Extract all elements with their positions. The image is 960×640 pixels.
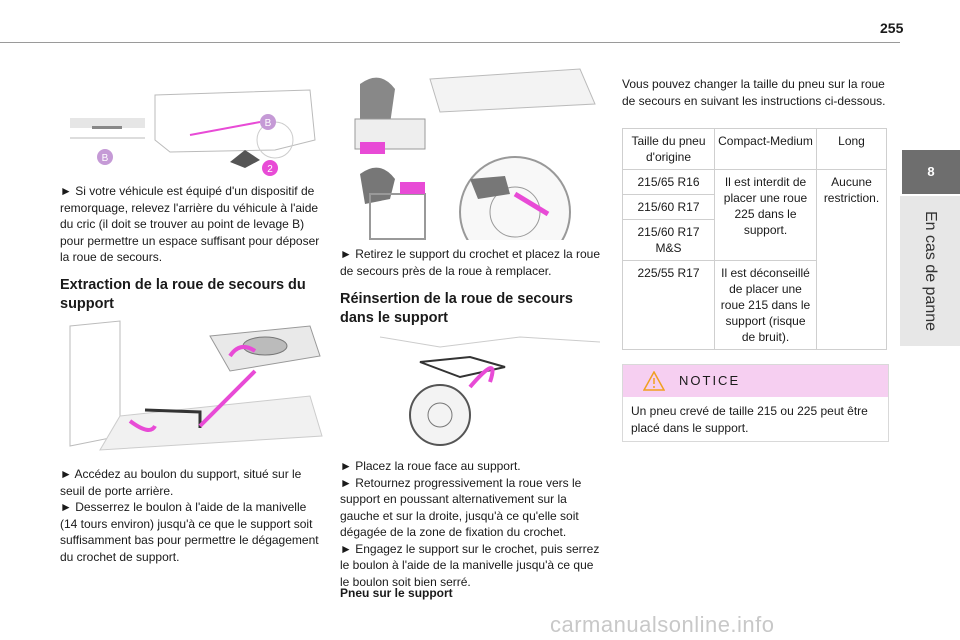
col1-steps-text: ► Accédez au boulon du support, situé su… xyxy=(60,467,319,564)
col2-text1: ► Retirez le support du crochet et place… xyxy=(340,247,601,278)
table-header-row: Taille du pneu d'origine Compact-Medium … xyxy=(622,128,887,170)
callout-2-marker: 2 xyxy=(262,160,278,176)
th-long: Long xyxy=(816,128,887,170)
th-original-size: Taille du pneu d'origine xyxy=(622,128,715,170)
th-compact-medium: Compact-Medium xyxy=(714,128,817,170)
wheel-reinsertion-illustration xyxy=(340,332,603,452)
table-row: 215/65 R16 Il est interdit de placer une… xyxy=(622,169,887,350)
cell-long: Aucune restriction. xyxy=(816,169,887,350)
callout-2: 2 xyxy=(267,164,273,175)
warning-icon xyxy=(643,371,665,391)
chapter-title: En cas de panne xyxy=(922,210,939,332)
col2-steps-text: ► Placez la roue face au support. ► Reto… xyxy=(340,459,600,589)
table-row: 225/55 R17 Il est déconseillé de placer … xyxy=(622,260,887,350)
chapter-number-tab[interactable]: 8 xyxy=(902,150,960,194)
tyre-size-table: Taille du pneu d'origine Compact-Medium … xyxy=(622,128,887,350)
hook-removal-illustration xyxy=(340,64,603,240)
lifting-point-b-marker-left: B xyxy=(97,149,113,165)
notice-text: Un pneu crevé de taille 215 ou 225 peut … xyxy=(631,404,868,435)
callout-b-left: B xyxy=(102,153,109,164)
col2-heading: Réinsertion de la roue de secours dans l… xyxy=(340,291,573,326)
table-row: 215/60 R17 xyxy=(622,194,887,220)
col1-intro-text: ► Si votre véhicule est équipé d'un disp… xyxy=(60,184,320,264)
cell-compact-225: Il est interdit de placer une roue 225 d… xyxy=(714,169,817,261)
col1-heading: Extraction de la roue de secours du supp… xyxy=(60,277,306,312)
chapter-title-tab[interactable]: En cas de panne xyxy=(900,196,960,346)
cell-compact-215: Il est déconseillé de placer une roue 21… xyxy=(714,260,817,350)
spare-wheel-support-illustration xyxy=(60,316,325,452)
cell-size: 215/60 R17 xyxy=(622,194,715,220)
notice-label: NOTICE xyxy=(679,373,741,388)
callout-b-top: B xyxy=(265,118,272,129)
watermark: carmanualsonline.info xyxy=(550,612,775,637)
col3-intro: Vous pouvez changer la taille du pneu su… xyxy=(622,77,886,108)
cell-size: 225/55 R17 xyxy=(622,260,715,350)
cell-size: 215/65 R16 xyxy=(622,169,715,195)
col2-bold-line: Pneu sur le support xyxy=(340,586,453,600)
page-number: 255 xyxy=(880,20,904,36)
notice-header: NOTICE xyxy=(623,365,888,397)
lifting-point-b-marker: B xyxy=(260,114,276,130)
jack-lifting-illustration: B B 2 xyxy=(60,80,325,180)
table-row: 215/60 R17 M&S xyxy=(622,219,887,261)
header-rule xyxy=(0,42,900,43)
notice-box: NOTICE Un pneu crevé de taille 215 ou 22… xyxy=(622,364,889,442)
cell-size: 215/60 R17 M&S xyxy=(622,219,715,261)
